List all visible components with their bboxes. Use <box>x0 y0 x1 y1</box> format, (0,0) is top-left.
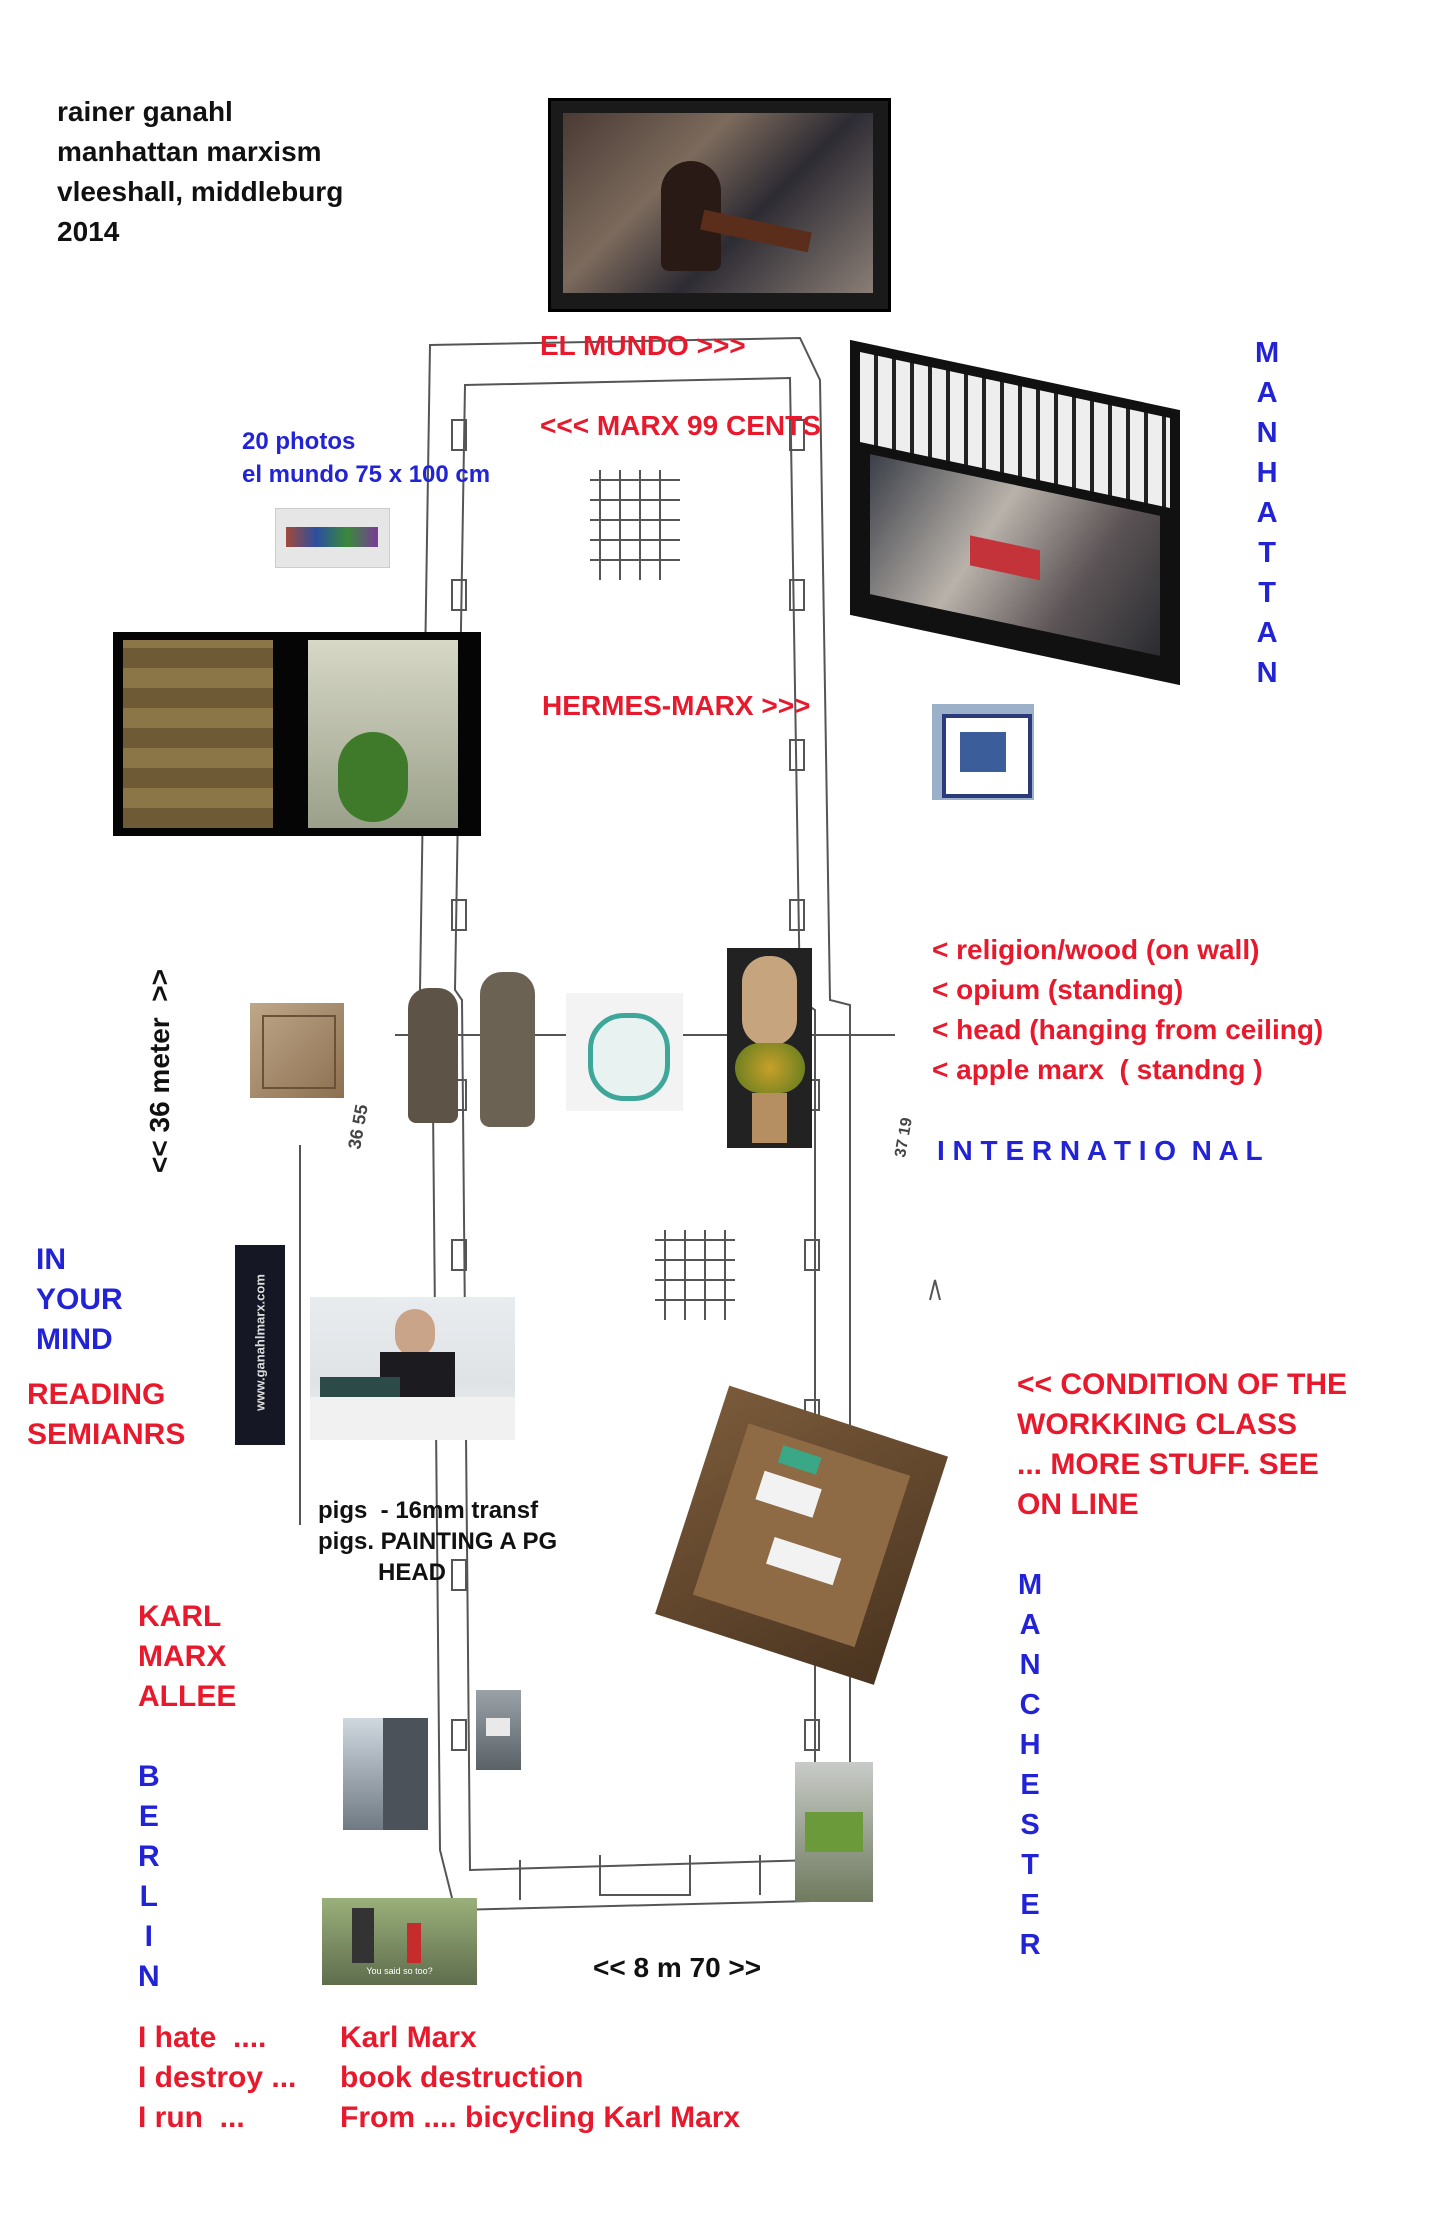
reading-word: READING <box>27 1378 166 1411</box>
marx-99-cents-label: <<< MARX 99 CENTS <box>540 410 821 441</box>
seminars-word: SEMIANRS <box>27 1418 186 1451</box>
pigs-line-3: HEAD <box>318 1559 447 1586</box>
berlin-letter: I <box>144 1920 153 1953</box>
year: 2014 <box>57 216 120 247</box>
berlin-letter: E <box>138 1800 159 1833</box>
karl-marx-bust-photo: You said so too? <box>322 1898 477 1985</box>
pigs-note: pigs - 16mm transf pigs. PAINTING A PG H… <box>318 1495 557 1588</box>
manhattan-vertical: M A N H A T T A N <box>1255 333 1279 693</box>
manchester-letter: N <box>1019 1649 1041 1681</box>
karl-word: KARL <box>138 1600 222 1633</box>
marx-head-drawing <box>566 993 683 1111</box>
object-head: < head (hanging from ceiling) <box>932 1014 1324 1045</box>
condition-line-3: ... MORE STUFF. SEE <box>1017 1448 1319 1481</box>
pigs-line-1: pigs - 16mm transf <box>318 1497 539 1524</box>
condition-line-2: WORKKING CLASS <box>1017 1408 1297 1441</box>
mind-word: MIND <box>36 1323 113 1356</box>
berlin-letter: L <box>139 1880 158 1913</box>
manhattan-letter: M <box>1255 337 1280 369</box>
manchester-letter: H <box>1019 1729 1041 1761</box>
your-word: YOUR <box>36 1283 123 1316</box>
exhibition-title: manhattan marxism <box>57 136 322 167</box>
video-subtitle: You said so too? <box>366 1966 433 1976</box>
manhattan-letter: N <box>1256 657 1278 689</box>
book-destruction-photo <box>476 1690 521 1770</box>
title-block: rainer ganahl manhattan marxism vleeshal… <box>57 92 343 252</box>
meter-870-label: << 8 m 70 >> <box>593 1952 762 1983</box>
in-your-mind-label: IN YOUR MIND <box>36 1240 123 1360</box>
photos-thumbnail <box>275 508 390 568</box>
ganahlmarx-banner: www.ganahlmarx.com <box>235 1245 285 1445</box>
manchester-vertical: M A N C H E S T E R <box>1018 1565 1042 1965</box>
manchester-letter: S <box>1020 1809 1040 1841</box>
opium-figure-right <box>470 962 545 1132</box>
objects-list: < religion/wood (on wall) < opium (stand… <box>932 930 1323 1090</box>
photos-count: 20 photos <box>242 428 356 455</box>
apple-marx-sculpture <box>727 948 812 1148</box>
el-mundo-label: EL MUNDO >>> <box>540 330 746 361</box>
action-destroy: I destroy ... <box>138 2061 297 2094</box>
allee-word: ALLEE <box>138 1680 237 1713</box>
berlin-letter: B <box>138 1760 160 1793</box>
reading-seminar-photo <box>310 1297 515 1440</box>
manchester-letter: E <box>1020 1769 1040 1801</box>
manhattan-letter: H <box>1256 457 1278 489</box>
berlin-letter: R <box>138 1840 160 1873</box>
opium-figure-left <box>398 978 468 1128</box>
berlin-letter: N <box>138 1960 160 1993</box>
berlin-vertical: B E R L I N <box>138 1757 160 1997</box>
manhattan-letter: A <box>1256 497 1278 529</box>
manhattan-letter: N <box>1256 417 1278 449</box>
plan-dim-left: 36 55 <box>344 1103 372 1151</box>
action-hate: I hate .... <box>138 2021 267 2054</box>
manchester-letter: A <box>1019 1609 1041 1641</box>
object-opium: < opium (standing) <box>932 974 1184 1005</box>
manhattan-letter: T <box>1258 577 1276 609</box>
condition-label: << CONDITION OF THE WORKKING CLASS ... M… <box>1017 1365 1347 1525</box>
pigs-line-2: pigs. PAINTING A PG <box>318 1528 558 1555</box>
manchester-letter: E <box>1020 1889 1040 1921</box>
manchester-letter: T <box>1021 1849 1039 1881</box>
action-run: I run ... <box>138 2101 245 2134</box>
condition-line-1: << CONDITION OF THE <box>1017 1368 1348 1401</box>
action-object-karl-marx: Karl Marx <box>340 2021 477 2054</box>
wood-book-relief <box>250 1003 344 1098</box>
meter-36-label: << 36 meter >> <box>144 969 175 1173</box>
hermes-marx-label: HERMES-MARX >>> <box>542 690 811 721</box>
actions-objects-list: Karl Marx book destruction From .... bic… <box>340 2018 740 2138</box>
in-word: IN <box>36 1243 66 1276</box>
object-religion: < religion/wood (on wall) <box>932 934 1260 965</box>
object-apple-marx: < apple marx ( standng ) <box>932 1054 1263 1085</box>
action-object-bicycling: From .... bicycling Karl Marx <box>340 2101 741 2134</box>
manhattan-letter: T <box>1258 537 1276 569</box>
manchester-letter: M <box>1018 1569 1043 1601</box>
action-object-book-destruction: book destruction <box>340 2061 584 2094</box>
hermes-scarf <box>932 704 1034 800</box>
photos-size: el mundo 75 x 100 cm <box>242 461 491 488</box>
international-label: I N T E R N A T I O N A L <box>937 1135 1263 1166</box>
manhattan-letter: A <box>1256 617 1278 649</box>
manchester-letter: R <box>1019 1929 1041 1961</box>
condition-line-4: ON LINE <box>1017 1488 1139 1521</box>
manhattan-letter: A <box>1256 377 1278 409</box>
plan-dim-right: 37 19 <box>892 1116 916 1158</box>
reading-seminars-label: READING SEMIANRS <box>27 1375 185 1455</box>
actions-list: I hate .... I destroy ... I run ... <box>138 2018 296 2138</box>
manchester-letter: C <box>1019 1689 1041 1721</box>
marx-word: MARX <box>138 1640 227 1673</box>
berlin-building-photo <box>343 1718 428 1830</box>
manchester-bicycle-photo <box>795 1762 873 1902</box>
photos-note: 20 photos el mundo 75 x 100 cm <box>242 425 490 491</box>
ganahlmarx-url: www.ganahlmarx.com <box>252 1274 268 1411</box>
artist-name: rainer ganahl <box>57 96 233 127</box>
karl-marx-allee-label: KARL MARX ALLEE <box>138 1597 236 1717</box>
el-mundo-still <box>113 632 481 836</box>
violin-video-still <box>548 98 891 312</box>
venue: vleeshall, middleburg <box>57 176 344 207</box>
